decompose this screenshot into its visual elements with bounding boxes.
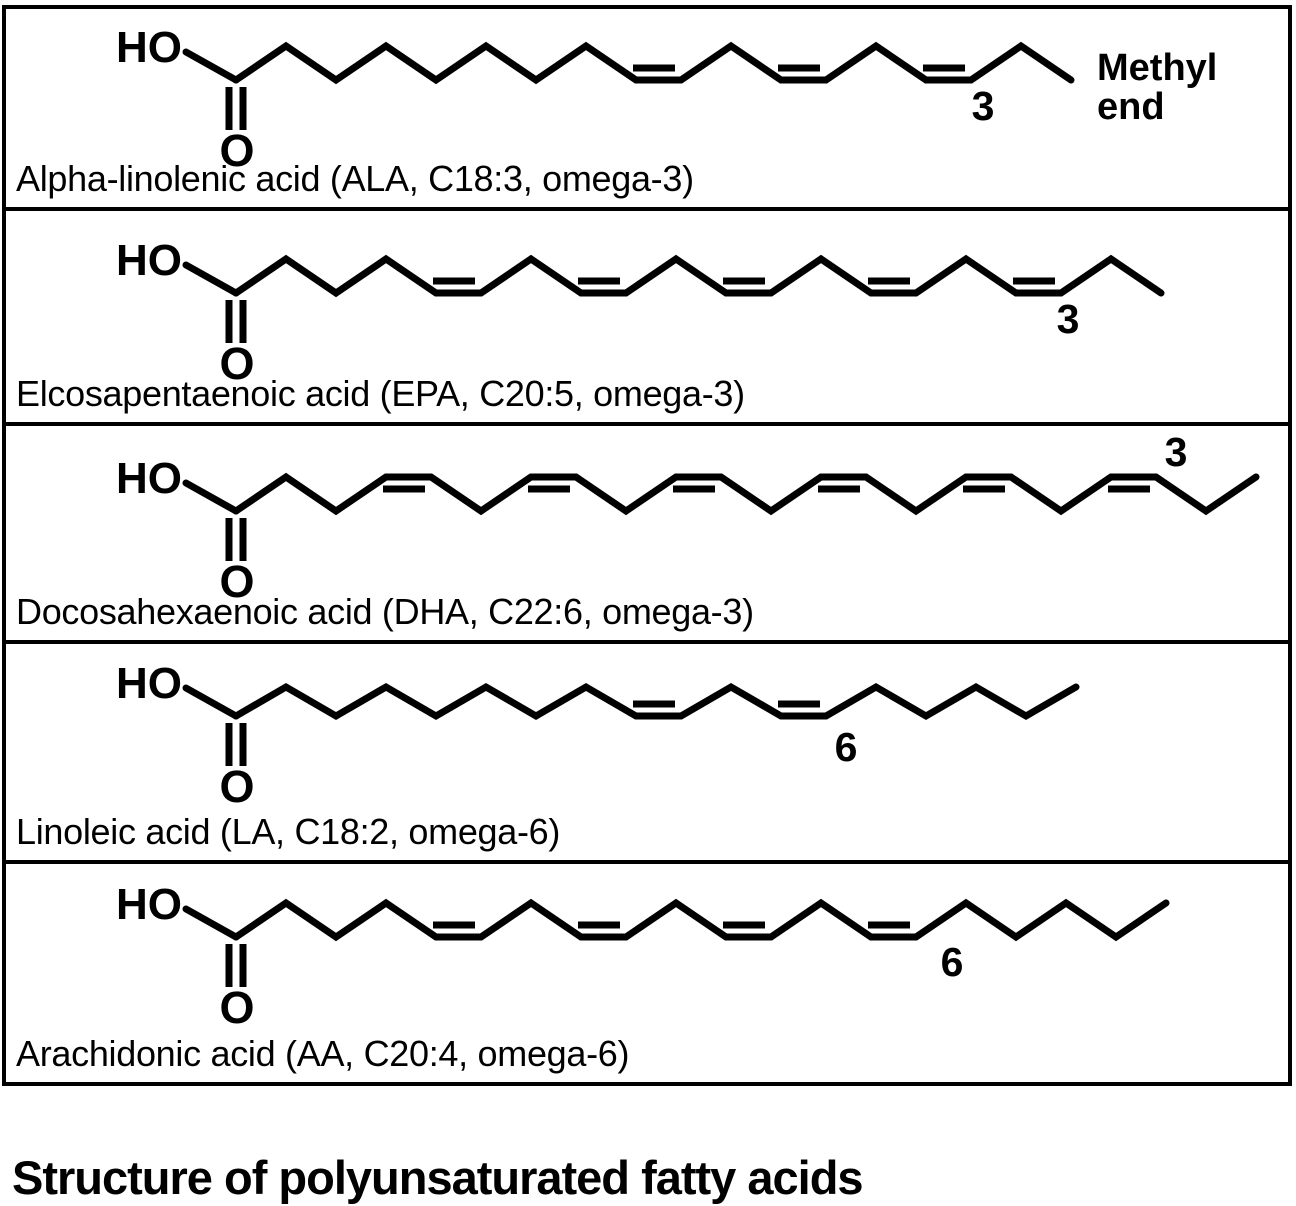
ala-skeletal-structure: HO O 3 bbox=[116, 23, 1075, 176]
panel-eicosapentaenoic-acid: HO O 3 Elcosapentaenoic acid (EPA, C20:5, … bbox=[2, 207, 1292, 426]
panel-alpha-linolenic-acid: HO O 3 Methyl end Alpha-linolenic acid (AL… bbox=[2, 5, 1292, 211]
aa-skeletal-structure: HO O 6 bbox=[116, 880, 1170, 1033]
hydroxyl-atom-label: HO bbox=[116, 659, 182, 708]
carbon-chain-bonds bbox=[232, 254, 1165, 298]
hydroxyl-bond bbox=[182, 479, 240, 515]
omega-carbon-number: 6 bbox=[941, 939, 964, 985]
la-skeletal-structure: HO O 6 bbox=[116, 659, 1080, 812]
hydroxyl-bond bbox=[182, 261, 240, 297]
omega-carbon-number: 3 bbox=[972, 83, 995, 129]
hydroxyl-bond bbox=[182, 905, 240, 941]
acid-label-epa: Elcosapentaenoic acid (EPA, C20:5, omega… bbox=[16, 373, 745, 415]
omega-carbon-number: 3 bbox=[1057, 296, 1080, 342]
hydroxyl-atom-label: HO bbox=[116, 236, 182, 285]
carbon-chain-bonds bbox=[232, 682, 1080, 721]
hydroxyl-atom-label: HO bbox=[116, 23, 182, 72]
epa-skeletal-structure: HO O 3 bbox=[116, 236, 1165, 389]
panel-docosahexaenoic-acid: HO O 3 Docosahexaenoic acid (DHA, C22:6, o… bbox=[2, 422, 1292, 644]
carbon-chain-bonds bbox=[232, 41, 1075, 85]
omega-carbon-number: 6 bbox=[835, 724, 858, 770]
carbon-chain-bonds bbox=[232, 898, 1170, 942]
hydroxyl-bond bbox=[182, 48, 240, 84]
figure-title: Structure of polyunsaturated fatty acids bbox=[12, 1151, 864, 1204]
panel-linoleic-acid: HO O 6 Linoleic acid (LA, C18:2, omega-6) bbox=[2, 640, 1292, 864]
carbonyl-oxygen-label: O bbox=[219, 125, 254, 176]
acid-label-la: Linoleic acid (LA, C18:2, omega-6) bbox=[16, 811, 561, 853]
dha-skeletal-structure: HO O 3 bbox=[116, 429, 1260, 607]
hydroxyl-atom-label: HO bbox=[116, 454, 182, 503]
methyl-end-annotation: Methyl end bbox=[1097, 47, 1218, 128]
acid-label-aa: Arachidonic acid (AA, C20:4, omega-6) bbox=[16, 1033, 630, 1075]
carbonyl-oxygen-label: O bbox=[219, 338, 254, 389]
carbon-chain-bonds bbox=[232, 472, 1260, 516]
carbonyl-oxygen-label: O bbox=[219, 556, 254, 607]
panel-arachidonic-acid: HO O 6 Arachidonic acid (AA, C20:4, omega-… bbox=[2, 860, 1292, 1086]
hydroxyl-bond bbox=[182, 684, 240, 720]
omega-carbon-number: 3 bbox=[1165, 429, 1188, 475]
carbonyl-oxygen-label: O bbox=[219, 982, 254, 1033]
carbonyl-oxygen-label: O bbox=[219, 761, 254, 812]
hydroxyl-atom-label: HO bbox=[116, 880, 182, 929]
acid-label-ala: Alpha-linolenic acid (ALA, C18:3, omega-… bbox=[16, 158, 694, 200]
acid-label-dha: Docosahexaenoic acid (DHA, C22:6, omega-… bbox=[16, 591, 754, 633]
